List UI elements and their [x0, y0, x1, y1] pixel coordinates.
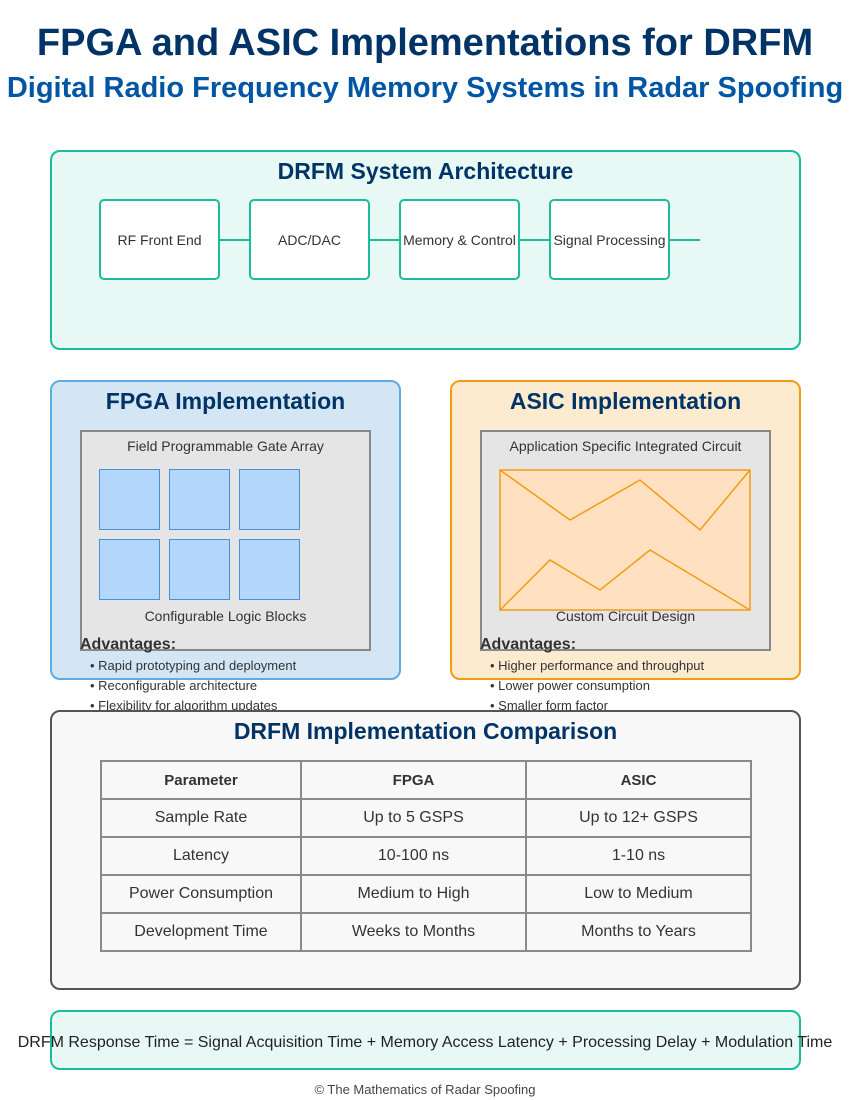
fpga-blocks-label: Configurable Logic Blocks	[144, 608, 307, 624]
asic-advantage-item: • Smaller form factor	[490, 698, 608, 710]
page-subtitle: Digital Radio Frequency Memory Systems i…	[6, 72, 844, 104]
comparison-table: Parameter FPGA ASIC Sample Rate Up to 5 …	[100, 760, 752, 952]
table-cell: Medium to High	[300, 874, 527, 914]
table-cell: Weeks to Months	[300, 912, 527, 952]
asic-chip-label: Application Specific Integrated Circuit	[509, 438, 742, 454]
logic-block	[239, 469, 300, 530]
connector	[520, 239, 550, 241]
asic-title: ASIC Implementation	[509, 388, 742, 414]
formula-panel	[50, 1010, 801, 1070]
table-header-row: Parameter FPGA ASIC	[100, 760, 752, 800]
connector	[370, 239, 400, 241]
header-cell: Parameter	[100, 760, 302, 800]
logic-block	[169, 469, 230, 530]
circuit-trace	[499, 469, 751, 532]
comparison-title: DRFM Implementation Comparison	[233, 718, 618, 744]
fpga-advantage-item: • Flexibility for algorithm updates	[90, 698, 278, 710]
fpga-advantage-item: • Reconfigurable architecture	[90, 678, 258, 693]
response-time-formula: DRFM Response Time = Signal Acquisition …	[17, 1034, 833, 1051]
table-cell: Development Time	[100, 912, 302, 952]
block-adc-dac: ADC/DAC	[249, 199, 370, 280]
table-row: Latency 10-100 ns 1-10 ns	[100, 836, 752, 876]
connector	[670, 239, 700, 241]
architecture-title: DRFM System Architecture	[277, 158, 574, 184]
logic-block	[169, 539, 230, 600]
block-rf-front-end: RF Front End	[99, 199, 220, 280]
header-cell: ASIC	[525, 760, 752, 800]
page-title: FPGA and ASIC Implementations for DRFM	[36, 22, 814, 64]
table-cell: Sample Rate	[100, 798, 302, 838]
table-cell: Months to Years	[525, 912, 752, 952]
fpga-chip-label: Field Programmable Gate Array	[127, 438, 324, 454]
logic-block	[239, 539, 300, 600]
table-cell: Up to 12+ GSPS	[525, 798, 752, 838]
asic-advantage-item: • Higher performance and throughput	[490, 658, 705, 673]
asic-advantages-title: Advantages:	[480, 636, 577, 653]
logic-block	[99, 469, 160, 530]
header-cell: FPGA	[300, 760, 527, 800]
copyright-footer: © The Mathematics of Radar Spoofing	[314, 1082, 536, 1097]
block-signal-processing: Signal Processing	[549, 199, 670, 280]
table-cell: Power Consumption	[100, 874, 302, 914]
fpga-title: FPGA Implementation	[105, 388, 346, 414]
table-cell: 10-100 ns	[300, 836, 527, 876]
table-row: Sample Rate Up to 5 GSPS Up to 12+ GSPS	[100, 798, 752, 838]
logic-block	[99, 539, 160, 600]
fpga-advantage-item: • Rapid prototyping and deployment	[90, 658, 297, 673]
connector	[220, 239, 250, 241]
asic-advantage-item: • Lower power consumption	[490, 678, 650, 693]
table-row: Power Consumption Medium to High Low to …	[100, 874, 752, 914]
table-cell: Latency	[100, 836, 302, 876]
circuit-outline	[499, 469, 751, 611]
table-cell: Low to Medium	[525, 874, 752, 914]
table-cell: Up to 5 GSPS	[300, 798, 527, 838]
table-row: Development Time Weeks to Months Months …	[100, 912, 752, 952]
table-cell: 1-10 ns	[525, 836, 752, 876]
circuit-trace	[499, 549, 751, 611]
fpga-advantages-title: Advantages:	[80, 636, 177, 653]
custom-circuit-diagram	[499, 469, 751, 611]
block-memory-control: Memory & Control	[399, 199, 520, 280]
asic-circuit-label: Custom Circuit Design	[555, 608, 696, 624]
